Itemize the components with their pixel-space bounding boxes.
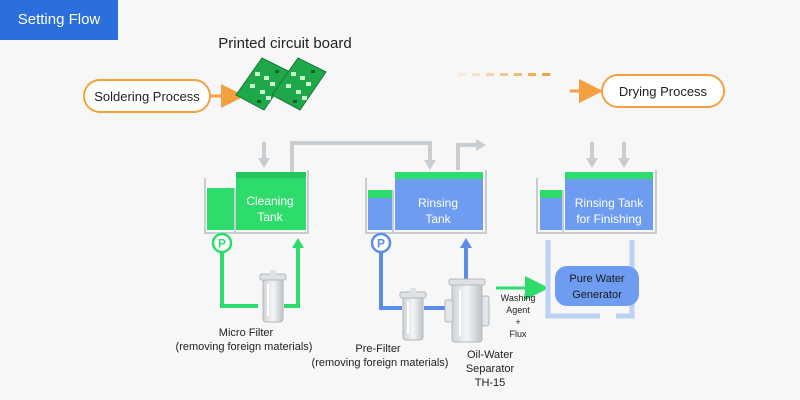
header-title: Setting Flow (0, 0, 118, 40)
finishing-tank: Rinsing Tank for Finishing (536, 170, 657, 234)
finishing-circulation-line (545, 240, 635, 319)
soldering-process-label: Soldering Process (94, 89, 200, 104)
soldering-process-box: Soldering Process (83, 79, 211, 113)
drying-process-box: Drying Process (601, 74, 725, 108)
cleaning-pump-icon: P (211, 232, 233, 254)
pure-water-label-1: Pure Water (569, 273, 625, 285)
pure-water-label-2: Generator (572, 289, 622, 301)
pre-filter-label-1: Pre-Filter (355, 343, 401, 355)
rinsing-tank: Rinsing Tank (365, 170, 487, 234)
cleaning-pump-label: P (218, 237, 226, 251)
rinsing-pump-icon: P (370, 232, 392, 254)
washing-label-4: Flux (509, 329, 527, 339)
separator-label-1: Oil-Water (467, 349, 513, 361)
pcb-board-icon (235, 57, 327, 111)
drying-process-label: Drying Process (619, 84, 708, 99)
cleaning-tank-label-2: Tank (257, 210, 283, 224)
micro-filter-label-1: Micro Filter (219, 327, 274, 339)
washing-label-1: Washing (501, 293, 536, 303)
separator-label-2: Separator (466, 363, 515, 375)
cleaning-circulation-line (220, 246, 300, 308)
cleaning-tank-label-1: Cleaning (246, 194, 293, 208)
finishing-tank-label-2: for Finishing (576, 212, 641, 226)
pure-water-generator: Pure Water Generator (555, 266, 639, 306)
rinsing-tank-label-1: Rinsing (418, 196, 458, 210)
pre-filter-label-2: (removing foreign materials) (312, 357, 449, 369)
rinsing-tank-label-2: Tank (425, 212, 451, 226)
rinsing-pump-label: P (377, 237, 385, 251)
washing-label-2: Agent (506, 305, 530, 315)
pcb-label: Printed circuit board (218, 35, 351, 52)
oil-water-separator-icon (444, 278, 490, 343)
micro-filter-icon (259, 270, 287, 323)
finishing-tank-label-1: Rinsing Tank (575, 196, 644, 210)
washing-label-3: + (515, 317, 520, 327)
micro-filter-label-2: (removing foreign materials) (176, 341, 313, 353)
cleaning-tank: Cleaning Tank (204, 170, 309, 234)
process-continuation-line (458, 73, 550, 76)
separator-label-3: TH-15 (475, 377, 506, 389)
overflow-piping (262, 141, 626, 175)
pre-filter-icon (399, 288, 427, 341)
